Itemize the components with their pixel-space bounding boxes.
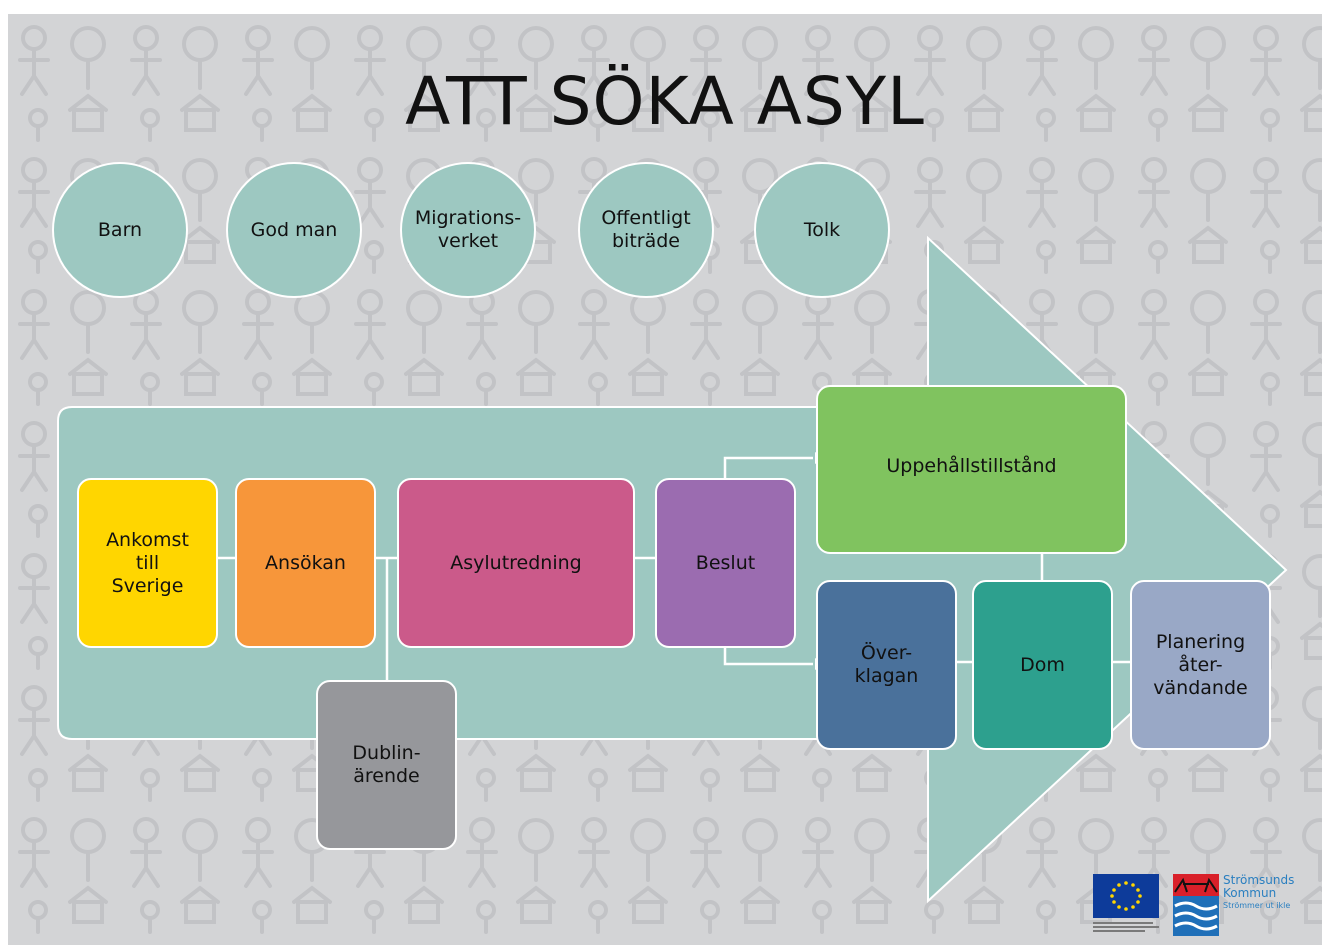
- actor-circle-barn: Barn: [52, 162, 188, 298]
- step-overklagan: Över- klagan: [816, 580, 957, 750]
- slide-title: ATT SÖKA ASYL: [405, 63, 925, 140]
- step-label: Ansökan: [265, 551, 346, 574]
- actor-label: Barn: [97, 218, 143, 241]
- eu-caption: [1093, 920, 1163, 936]
- kommun-name-text: Strömsunds Kommun: [1223, 873, 1295, 900]
- step-planering: Planering åter- vändande: [1130, 580, 1271, 750]
- logo-area: Strömsunds Kommun Strömmer ut ikle: [1093, 874, 1322, 945]
- actor-label: Tolk: [803, 218, 841, 241]
- step-uppehallstillstand: Uppehållstillstånd: [816, 385, 1127, 554]
- actor-circle-god-man: God man: [226, 162, 362, 298]
- actor-label: Offentligt biträde: [601, 207, 691, 252]
- kommun-tagline: Strömmer ut ikle: [1223, 901, 1291, 910]
- kommun-name: Strömsunds Kommun Strömmer ut ikle: [1223, 874, 1294, 912]
- step-label: Planering åter- vändande: [1153, 630, 1248, 699]
- step-asylutredning: Asylutredning: [397, 478, 635, 648]
- connector-beslut-uppehall: [723, 456, 813, 480]
- step-label: Dom: [1020, 653, 1065, 676]
- step-label: Dublin- ärende: [352, 742, 421, 787]
- step-label: Beslut: [695, 551, 756, 574]
- actor-label: God man: [250, 218, 338, 241]
- step-beslut: Beslut: [655, 478, 796, 648]
- connector-beslut-overklagan: [723, 648, 813, 666]
- actor-circle-migrationsverket: Migrations- verket: [400, 162, 536, 298]
- actor-circle-tolk: Tolk: [754, 162, 890, 298]
- eu-flag-logo: [1093, 874, 1159, 918]
- step-ansokan: Ansökan: [235, 478, 376, 648]
- step-ankomst: Ankomst till Sverige: [77, 478, 218, 648]
- step-dom: Dom: [972, 580, 1113, 750]
- actor-label: Migrations- verket: [414, 207, 522, 252]
- step-label: Ankomst till Sverige: [106, 528, 189, 597]
- step-label: Över- klagan: [854, 642, 919, 687]
- actor-circle-offentligt-bitrade: Offentligt biträde: [578, 162, 714, 298]
- step-dublin: Dublin- ärende: [316, 680, 457, 850]
- step-label: Uppehållstillstånd: [886, 455, 1057, 477]
- slide: ATT SÖKA ASYL Barn God man Migrations- v…: [8, 14, 1322, 945]
- step-label: Asylutredning: [450, 551, 582, 574]
- kommun-emblem-logo: [1173, 874, 1219, 936]
